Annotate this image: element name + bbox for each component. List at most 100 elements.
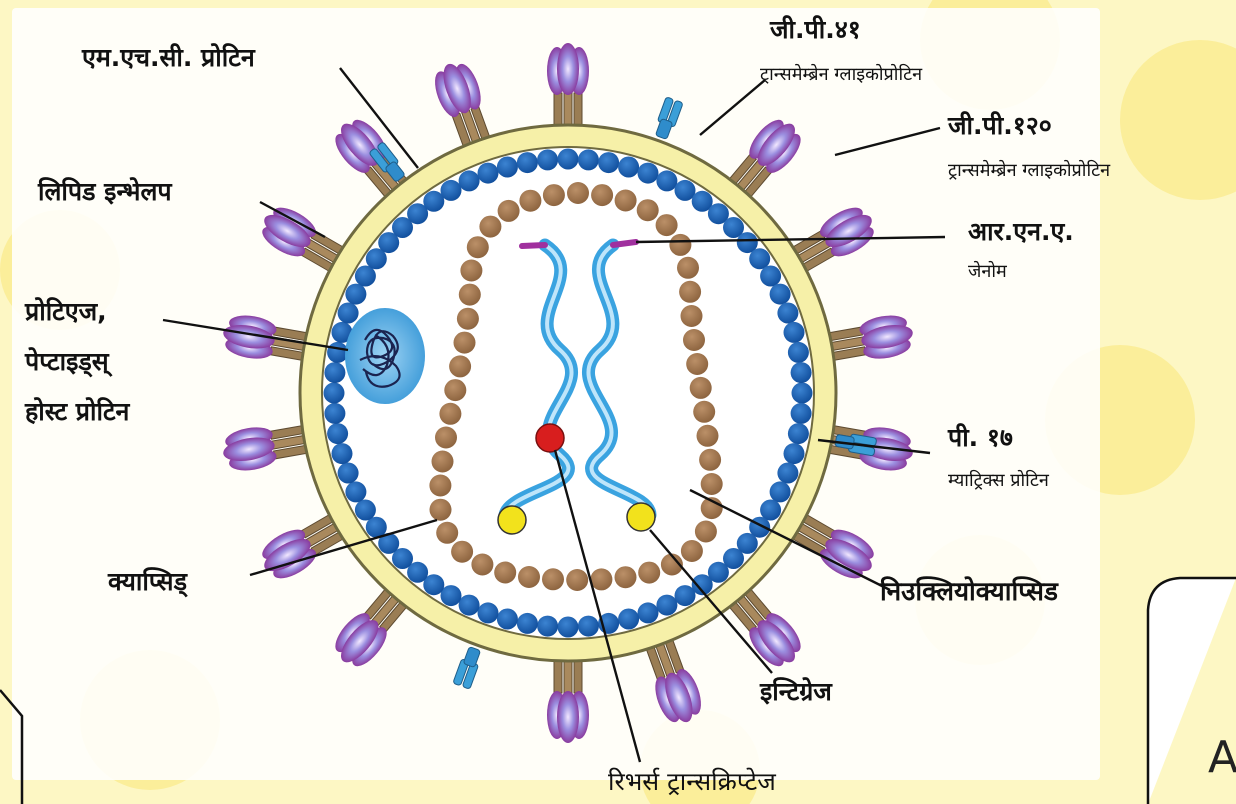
matrix-bead: [517, 152, 538, 173]
capsid-bead: [681, 540, 703, 562]
matrix-bead: [324, 403, 345, 424]
integrase-right: [627, 503, 655, 531]
capsid-bead: [479, 216, 501, 238]
label-nucleocapsid: निउक्लियोक्याप्सिड: [879, 576, 1059, 607]
matrix-bead: [578, 616, 599, 637]
matrix-bead: [497, 157, 518, 178]
matrix-bead: [788, 423, 809, 444]
matrix-bead: [638, 602, 659, 623]
capsid-bead: [543, 184, 565, 206]
capsid-bead: [697, 425, 719, 447]
capsid-bead: [436, 522, 458, 544]
capsid-bead: [454, 332, 476, 354]
capsid-bead: [615, 566, 637, 588]
capsid-bead: [451, 541, 473, 563]
label-integrase: इन्टिग्रेज: [759, 677, 833, 706]
matrix-bead: [537, 616, 558, 637]
label-gp41: जी.पी.४१: [769, 15, 861, 44]
matrix-bead: [459, 595, 480, 616]
label-gp120: जी.पी.१२०: [947, 111, 1052, 140]
matrix-bead: [618, 157, 639, 178]
label-protease-line3: होस्ट प्रोटिन: [24, 397, 131, 426]
matrix-bead: [777, 303, 798, 324]
matrix-bead: [598, 152, 619, 173]
matrix-bead: [345, 481, 366, 502]
matrix-bead: [558, 617, 579, 638]
matrix-bead: [324, 362, 345, 383]
capsid-bead: [494, 562, 516, 584]
capsid-bead: [519, 190, 541, 212]
matrix-bead: [345, 284, 366, 305]
capsid-bead: [699, 449, 721, 471]
label-protease-line2: पेप्टाइड्स्: [24, 347, 113, 377]
capsid-bead: [690, 377, 712, 399]
matrix-bead: [324, 383, 345, 404]
matrix-bead: [675, 585, 696, 606]
capsid-bead: [679, 281, 701, 303]
matrix-bead: [760, 266, 781, 287]
capsid-bead: [591, 184, 613, 206]
capsid-bead: [518, 566, 540, 588]
capsid-bead: [467, 236, 489, 258]
matrix-bead: [578, 149, 599, 170]
capsid-bead: [683, 329, 705, 351]
matrix-bead: [788, 342, 809, 363]
matrix-bead: [338, 463, 359, 484]
capsid-bead: [677, 257, 699, 279]
capsid-bead: [567, 182, 589, 204]
matrix-bead: [791, 362, 812, 383]
capsid-bead: [435, 427, 457, 449]
corner-letter: A: [1208, 732, 1236, 783]
matrix-bead: [478, 163, 499, 184]
capsid-bead: [498, 200, 520, 222]
capsid-bead: [566, 569, 588, 591]
matrix-bead: [478, 602, 499, 623]
matrix-bead: [770, 481, 791, 502]
matrix-bead: [656, 170, 677, 191]
matrix-bead: [558, 149, 579, 170]
matrix-bead: [497, 609, 518, 630]
matrix-bead: [770, 284, 791, 305]
capsid-bead: [701, 473, 723, 495]
label-p17-sub: म्याट्रिक्स प्रोटिन: [948, 469, 1050, 491]
label-rna: आर.एन.ए.: [968, 217, 1074, 246]
capsid-bead: [686, 353, 708, 375]
capsid-bead: [430, 499, 452, 521]
matrix-bead: [332, 443, 353, 464]
matrix-bead: [441, 180, 462, 201]
matrix-bead: [327, 342, 348, 363]
capsid-bead: [656, 214, 678, 236]
matrix-bead: [327, 423, 348, 444]
capsid-bead: [637, 199, 659, 221]
capsid-bead: [432, 451, 454, 473]
matrix-bead: [777, 463, 798, 484]
matrix-bead: [537, 149, 558, 170]
capsid-bead: [439, 403, 461, 425]
matrix-bead: [791, 403, 812, 424]
capsid-bead: [638, 562, 660, 584]
capsid-bead: [695, 521, 717, 543]
capsid-bead: [444, 379, 466, 401]
label-lipid-envelope: लिपिड इन्भेलप: [37, 177, 173, 206]
matrix-bead: [517, 613, 538, 634]
protease-body: [345, 308, 425, 404]
capsid-bead: [693, 401, 715, 423]
capsid-bead: [459, 284, 481, 306]
label-reverse-transcriptase: रिभर्स ट्रान्सक्रिप्टेज: [608, 767, 776, 796]
capsid-bead: [681, 305, 703, 327]
label-capsid: क्याप्सिड्: [107, 567, 189, 597]
matrix-bead: [459, 170, 480, 191]
matrix-bead: [792, 383, 813, 404]
label-gp41-sub: ट्रान्समेम्ब्रेन ग्लाइकोप्रोटिन: [760, 63, 923, 85]
matrix-bead: [355, 500, 376, 521]
reverse-transcriptase-dot: [536, 424, 564, 452]
label-protease-line1: प्रोटिएज,: [24, 297, 107, 326]
capsid-bead: [460, 260, 482, 282]
capsid-bead: [590, 568, 612, 590]
matrix-bead: [784, 443, 805, 464]
integrase-left: [498, 506, 526, 534]
matrix-bead: [656, 595, 677, 616]
label-gp120-sub: ट्रान्समेम्ब्रेन ग्लाइकोप्रोटिन: [948, 159, 1111, 181]
capsid-bead: [669, 234, 691, 256]
